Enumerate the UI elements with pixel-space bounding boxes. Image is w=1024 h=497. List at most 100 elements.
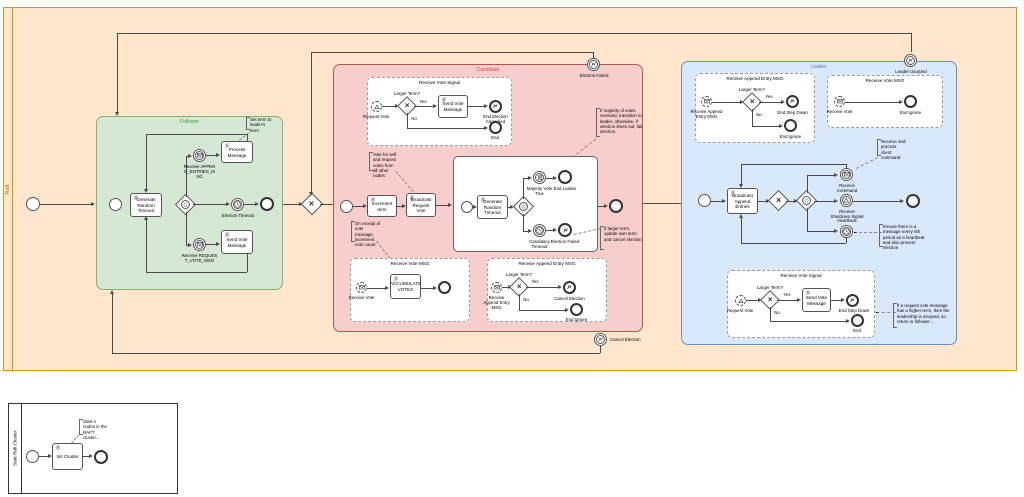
l-rae-end-ignore-event[interactable] — [784, 119, 797, 132]
task-label: Send Vote Message — [805, 294, 828, 306]
xor-icon: × — [767, 294, 773, 304]
leader-start-event[interactable] — [698, 194, 711, 207]
yes-label: Yes — [765, 94, 773, 99]
rvs-end-event[interactable] — [489, 121, 502, 134]
candidate-boundary-election-failed[interactable] — [587, 58, 600, 71]
leader-label: Leader — [811, 63, 827, 70]
l-rae-start-event[interactable] — [701, 96, 712, 107]
flow — [519, 310, 566, 311]
flow — [526, 287, 559, 288]
flow-election-failed-loop — [593, 52, 594, 59]
boundary-label: Leader Usurped — [895, 69, 927, 74]
arrowhead — [834, 228, 838, 233]
election-failed-end-event[interactable] — [558, 223, 572, 237]
message-icon — [196, 242, 203, 247]
flow-election-failed-loop — [311, 52, 593, 53]
follower-receive-append-event[interactable] — [193, 149, 206, 162]
rvs-start-event[interactable] — [371, 101, 382, 112]
init-end-event[interactable] — [94, 450, 108, 464]
follower-event-gateway[interactable] — [174, 193, 197, 216]
task-label: Broadcast Append Entries — [732, 192, 753, 210]
gateway-label: Larger Term? — [756, 285, 784, 290]
rvm-end-event[interactable] — [438, 281, 451, 294]
flow-follower-to-xor — [283, 204, 300, 205]
flow — [598, 206, 605, 207]
l-rae-end-step-down-event[interactable] — [786, 95, 799, 108]
flow — [186, 156, 187, 197]
candidate-boundary-cancel-election[interactable] — [594, 333, 607, 346]
l-rvs-start-event[interactable] — [735, 295, 746, 306]
rae-start-event[interactable] — [491, 282, 502, 293]
receive-command-event[interactable] — [840, 168, 853, 181]
follower-end-event[interactable] — [260, 197, 274, 211]
follower-task-generate-timeout[interactable]: Generate Random Timeout — [130, 193, 162, 217]
arrowhead — [510, 204, 514, 209]
flow — [206, 244, 217, 245]
l-rvs-task-send-vote[interactable]: Send Vote Message — [802, 288, 831, 312]
error-icon — [908, 58, 913, 63]
candidate-task-broadcast-request-vote[interactable]: Broadcast Request Vote — [406, 193, 436, 217]
arrowhead — [216, 241, 220, 246]
annotation-client-command: Receive and process client command — [877, 139, 907, 160]
gateway-label: Larger Term? — [738, 87, 766, 92]
arrowhead — [846, 318, 850, 323]
l-rvm-end-ignore-event[interactable] — [904, 95, 917, 108]
rvs-task-send-vote[interactable]: Send Vote Message — [438, 95, 468, 118]
annotation-receipt: On receipt of vote message, increment vo… — [351, 221, 381, 247]
l-rvs-end-event[interactable] — [851, 314, 864, 327]
majority-vote-conditional-event[interactable] — [533, 171, 546, 184]
event-label: Heartbeat — [837, 218, 857, 223]
leader-boundary-usurped[interactable] — [904, 54, 917, 67]
follower-election-timeout-event[interactable] — [231, 198, 244, 211]
flow — [546, 230, 554, 231]
arrowhead — [781, 99, 785, 104]
event-label: Receive Append Entry MSG — [690, 109, 723, 120]
rae-cancel-election-event[interactable] — [563, 281, 576, 294]
raft-start-event[interactable] — [26, 197, 40, 211]
l-rvm-start-event[interactable] — [834, 96, 845, 107]
init-cluster-task[interactable]: Init Cluster — [52, 443, 83, 470]
follower-start-event[interactable] — [109, 198, 122, 211]
election-task-generate-timeout[interactable]: Generate Random Timeout — [477, 195, 508, 219]
annotation-connector — [876, 312, 896, 313]
follower-receive-request-vote-event[interactable] — [193, 238, 206, 251]
candidate-task-increment-term[interactable]: Increment term — [367, 195, 397, 217]
end-leader-event[interactable] — [558, 170, 572, 184]
rvm-task-accumulate-votes[interactable]: ACCUMULATE VOTES — [390, 274, 421, 299]
election-start-event[interactable] — [461, 201, 473, 213]
xor-icon: × — [309, 198, 315, 209]
init-start-event[interactable] — [26, 450, 39, 463]
candidate-end-event[interactable] — [609, 199, 623, 213]
follower-task-process-message[interactable]: Process Message — [221, 141, 253, 163]
candidacy-timeout-event[interactable] — [533, 224, 546, 237]
leader-task-broadcast-append[interactable]: Broadcast Append Entries — [727, 188, 758, 214]
candidate-start-event[interactable] — [340, 200, 353, 213]
flow-leader-usurped-loop — [911, 33, 912, 52]
start-raft-cluster-pool[interactable]: Start Raft Cluster — [8, 403, 178, 494]
event-label: Receive Append Entry MSG — [483, 295, 510, 311]
rvm-start-event[interactable] — [356, 282, 367, 293]
arrowhead — [899, 99, 903, 104]
event-label: Receive Vote — [826, 109, 853, 114]
yes-label: Yes — [419, 99, 427, 104]
l-rvs-end-step-down-event[interactable] — [846, 294, 859, 307]
annotation-vote-self: Vote for self and request votes from all… — [369, 152, 399, 178]
arrowhead — [188, 242, 192, 247]
flow-process-loop — [146, 134, 247, 135]
arrowhead — [484, 125, 488, 130]
arrowhead — [89, 453, 93, 458]
rvs-end-election-cancelled-event[interactable] — [489, 100, 502, 113]
rae-end-ignore-event[interactable] — [570, 303, 583, 316]
leader-receive-vote-msg-subprocess[interactable]: Receive Vote MSG — [827, 75, 943, 128]
receive-shutdown-signal-event[interactable] — [840, 194, 853, 207]
candidate-receive-append-entry-subprocess[interactable]: Receive Append Entry MSG — [487, 258, 607, 322]
signal-icon — [843, 197, 850, 203]
arrowhead — [558, 284, 562, 289]
leader-event-gateway[interactable] — [795, 189, 818, 212]
annotation-connector — [854, 232, 882, 233]
election-event-gateway[interactable] — [512, 195, 535, 218]
task-label: Generate Random Timeout — [136, 196, 156, 214]
heartbeat-timer-event[interactable] — [840, 225, 853, 238]
follower-task-send-vote[interactable]: Send Vote Message — [221, 230, 253, 254]
leader-end-event[interactable] — [906, 194, 920, 208]
